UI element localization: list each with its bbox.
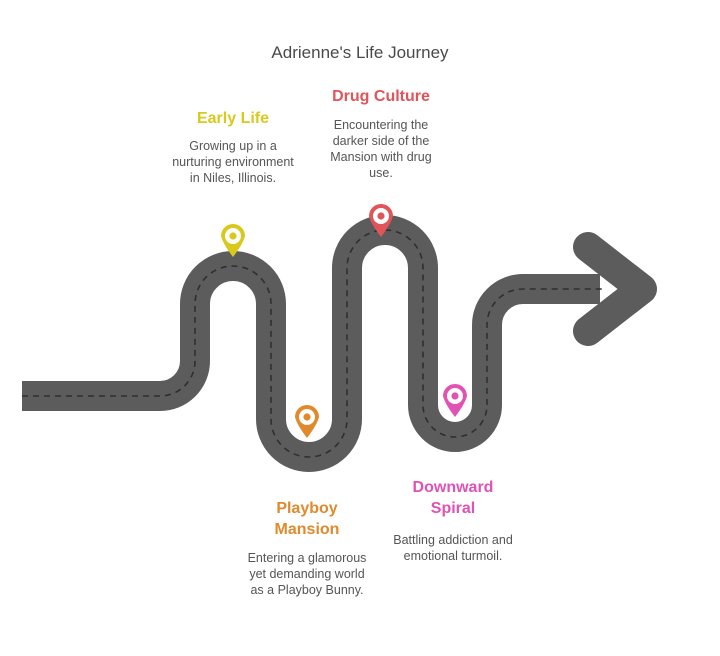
diagram-title: Adrienne's Life Journey: [271, 43, 449, 62]
early-life-pin-icon: [221, 224, 245, 257]
downward-spiral-description: Battling addiction and emotional turmoil…: [393, 533, 513, 563]
playboy-mansion-pin-icon: [295, 405, 319, 438]
playboy-mansion-title: Playboy Mansion: [274, 500, 340, 538]
downward-spiral-pin-icon: [443, 384, 467, 417]
drug-culture-description: Encountering the darker side of the Mans…: [330, 118, 432, 180]
downward-spiral-title: Downward Spiral: [412, 479, 494, 517]
drug-culture-pin-icon: [369, 204, 393, 237]
arrow-head-icon: [573, 232, 657, 346]
early-life-description: Growing up in a nurturing environment in…: [172, 139, 294, 185]
drug-culture-title: Drug Culture: [332, 88, 430, 105]
early-life-title: Early Life: [196, 110, 270, 127]
playboy-mansion-description: Entering a glamorous yet demanding world…: [247, 551, 367, 597]
road-center-line: [22, 229, 602, 458]
